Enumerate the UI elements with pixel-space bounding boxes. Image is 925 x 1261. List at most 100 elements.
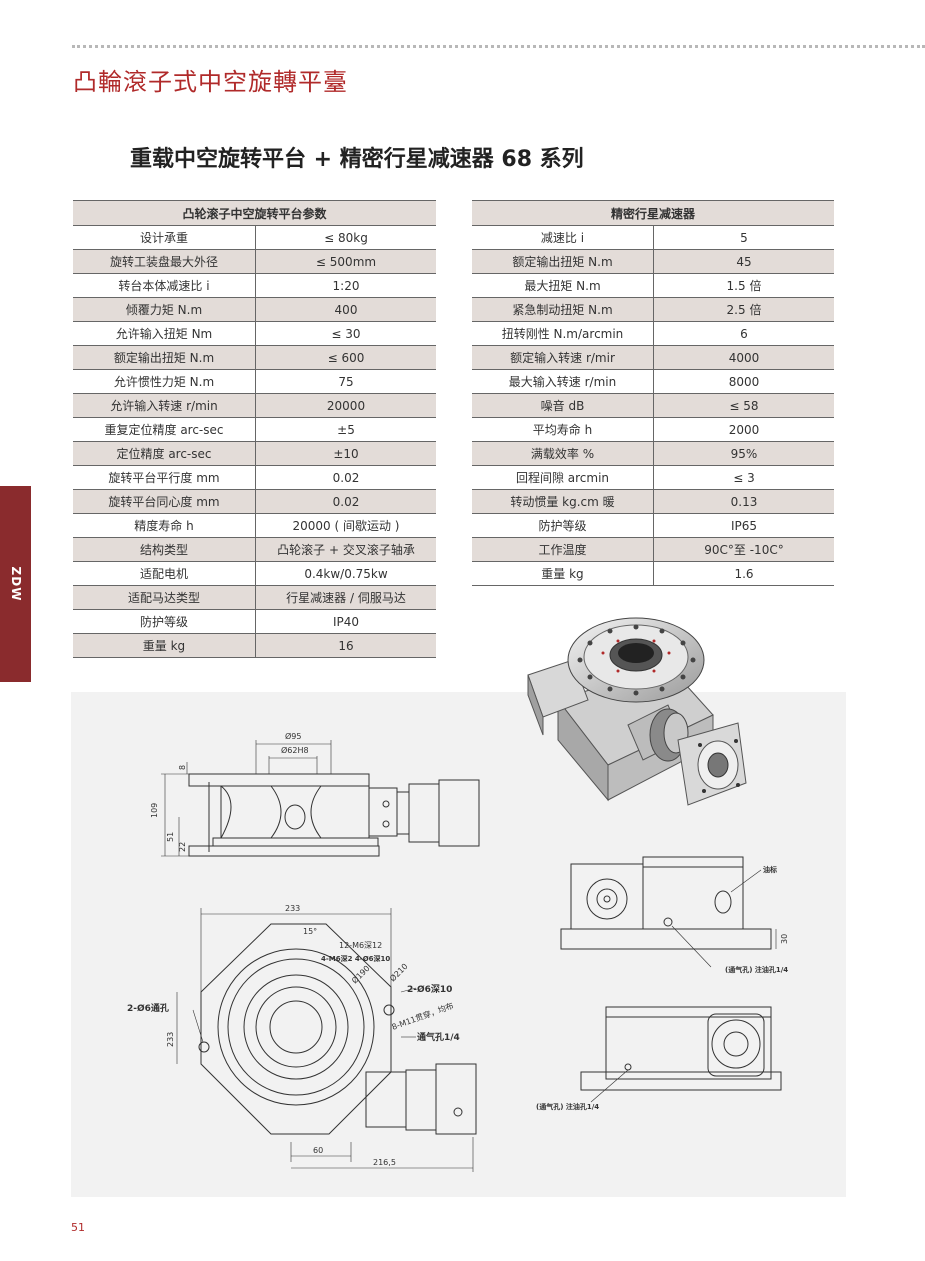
- platform-spec-param-label: 设计承重: [73, 225, 256, 250]
- platform-spec-param-label: 旋转平台平行度 mm: [73, 465, 256, 490]
- reducer-spec-param-value: 2.5 倍: [653, 297, 834, 322]
- dim-2-phi6-right: 2-Ø6深10: [407, 983, 452, 995]
- dim-vent-plan: 通气孔1/4: [417, 1031, 460, 1043]
- reducer-spec-param-value: IP65: [653, 513, 834, 538]
- platform-spec-param-value: 0.02: [255, 465, 436, 490]
- dim-phi210: Ø210: [387, 961, 409, 983]
- header-dotted-rule: [72, 45, 925, 48]
- platform-spec-param-label: 允许输入转速 r/min: [73, 393, 256, 418]
- platform-spec-param-value: ≤ 500mm: [255, 249, 436, 274]
- platform-spec-param-value: 行星减速器 / 伺服马达: [255, 585, 436, 610]
- platform-spec-param-label: 结构类型: [73, 537, 256, 562]
- product-image: [518, 605, 763, 820]
- reducer-spec-param-value: 95%: [653, 441, 834, 466]
- reducer-spec-param-value: 45: [653, 249, 834, 274]
- platform-spec-row: 适配马达类型行星减速器 / 伺服马达: [73, 585, 436, 610]
- platform-spec-param-label: 适配电机: [73, 561, 256, 586]
- platform-spec-param-value: 400: [255, 297, 436, 322]
- platform-spec-param-label: 倾覆力矩 N.m: [73, 297, 256, 322]
- reducer-spec-param-value: 90C°至 -10C°: [653, 537, 834, 562]
- platform-spec-param-value: 20000 ( 间歇运动 ): [255, 513, 436, 538]
- reducer-spec-param-label: 回程间隙 arcmin: [472, 465, 654, 490]
- platform-spec-param-label: 重复定位精度 arc-sec: [73, 417, 256, 442]
- platform-spec-row: 结构类型凸轮滚子 + 交叉滚子轴承: [73, 537, 436, 562]
- reducer-spec-param-value: 6: [653, 321, 834, 346]
- dim-30: 30: [780, 934, 789, 944]
- reducer-spec-param-value: 1.6: [653, 561, 834, 586]
- reducer-spec-param-label: 扭转刚性 N.m/arcmin: [472, 321, 654, 346]
- reducer-spec-param-value: ≤ 58: [653, 393, 834, 418]
- dim-2-phi6-left: 2-Ø6通孔: [127, 1002, 169, 1014]
- reducer-spec-param-label: 紧急制动扭矩 N.m: [472, 297, 654, 322]
- dim-vent-rear: (通气孔) 注油孔1/4: [536, 1102, 599, 1111]
- platform-spec-header: 凸轮滚子中空旋转平台参数: [73, 200, 436, 226]
- platform-spec-param-label: 适配马达类型: [73, 585, 256, 610]
- platform-spec-param-label: 重量 kg: [73, 633, 256, 658]
- dim-22: 22: [178, 842, 187, 852]
- reducer-spec-header: 精密行星减速器: [472, 200, 834, 226]
- reducer-spec-row: 满载效率 %95%: [472, 441, 834, 466]
- platform-spec-row: 重复定位精度 arc-sec±5: [73, 417, 436, 442]
- reducer-spec-param-value: 1.5 倍: [653, 273, 834, 298]
- platform-spec-param-value: 75: [255, 369, 436, 394]
- dim-12-m6: 12-M6深12: [339, 941, 382, 950]
- reducer-spec-param-label: 重量 kg: [472, 561, 654, 586]
- dim-233-side: 233: [166, 1032, 175, 1047]
- reducer-spec-param-label: 满载效率 %: [472, 441, 654, 466]
- reducer-spec-param-label: 工作温度: [472, 537, 654, 562]
- page-number: 51: [71, 1221, 85, 1234]
- platform-spec-param-value: 凸轮滚子 + 交叉滚子轴承: [255, 537, 436, 562]
- platform-spec-row: 允许输入扭矩 Nm≤ 30: [73, 321, 436, 346]
- section-header-title: 凸輪滾子式中空旋轉平臺: [73, 68, 348, 96]
- platform-spec-param-value: 0.4kw/0.75kw: [255, 561, 436, 586]
- side-tab-label: ZDW: [8, 566, 23, 602]
- platform-spec-param-label: 转台本体减速比 i: [73, 273, 256, 298]
- dim-oil-gauge: 油标: [763, 865, 777, 874]
- side-tab: ZDW: [0, 486, 31, 682]
- dim-4-m6: 4-M6深2 4-Ø6深10: [321, 954, 390, 963]
- reducer-spec-param-label: 额定输入转速 r/mir: [472, 345, 654, 370]
- reducer-spec-param-label: 平均寿命 h: [472, 417, 654, 442]
- platform-spec-param-label: 精度寿命 h: [73, 513, 256, 538]
- platform-spec-param-label: 旋转工装盘最大外径: [73, 249, 256, 274]
- platform-spec-param-label: 定位精度 arc-sec: [73, 441, 256, 466]
- platform-spec-param-value: ≤ 80kg: [255, 225, 436, 250]
- reducer-spec-param-label: 防护等级: [472, 513, 654, 538]
- dim-233-top: 233: [285, 904, 300, 913]
- platform-spec-row: 定位精度 arc-sec±10: [73, 441, 436, 466]
- platform-spec-param-value: 0.02: [255, 489, 436, 514]
- platform-spec-row: 设计承重≤ 80kg: [73, 225, 436, 250]
- platform-spec-param-label: 额定输出扭矩 N.m: [73, 345, 256, 370]
- dim-51: 51: [166, 832, 175, 842]
- rotary-table-illustration: [527, 617, 747, 806]
- technical-drawing: Ø95 Ø62H8 109 51 22 8 233 15° 12-M6深12 4…: [127, 731, 789, 1172]
- platform-spec-param-value: ±5: [255, 417, 436, 442]
- dim-216-5: 216,5: [373, 1158, 396, 1167]
- page-title: 重载中空旋转平台 + 精密行星减速器 68 系列: [130, 147, 584, 172]
- dim-60: 60: [313, 1146, 323, 1155]
- dim-phi62: Ø62H8: [281, 745, 309, 755]
- platform-spec-param-value: ±10: [255, 441, 436, 466]
- dim-phi95: Ø95: [285, 731, 301, 741]
- reducer-spec-param-value: 5: [653, 225, 834, 250]
- platform-spec-param-value: 16: [255, 633, 436, 658]
